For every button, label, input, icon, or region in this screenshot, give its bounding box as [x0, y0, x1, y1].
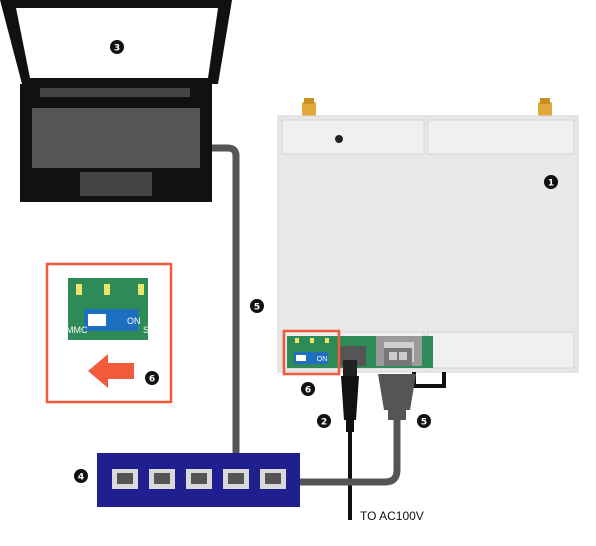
device-switch-highlight — [282, 329, 341, 376]
marker-4: 4 — [74, 469, 88, 483]
marker-6-detail: 6 — [145, 371, 159, 385]
svg-text:4: 4 — [78, 473, 84, 483]
marker-5-right: 5 — [417, 414, 431, 428]
power-cable — [341, 360, 359, 520]
lan-cable-device — [276, 420, 401, 486]
laptop: 3 — [0, 0, 232, 202]
device-bracket — [412, 372, 446, 388]
marker-1: 1 — [544, 175, 558, 189]
svg-text:3: 3 — [114, 44, 120, 54]
device-top-panel-left — [281, 119, 425, 155]
laptop-hinge-strip — [40, 88, 190, 97]
device: ON 1 — [277, 98, 579, 388]
hub-port-2 — [149, 469, 175, 489]
switch-detail-mmc-label: MMC — [66, 325, 88, 335]
device-led — [335, 135, 343, 143]
hub-port-1 — [112, 469, 138, 489]
laptop-touchpad — [80, 172, 152, 196]
switch-detail-s-label: S — [143, 325, 149, 335]
switch-detail: MMC ON S 6 — [45, 262, 173, 404]
lan-plug-device — [378, 348, 416, 420]
marker-3: 3 — [110, 40, 124, 54]
svg-text:6: 6 — [305, 386, 311, 396]
device-bottom-panel-right — [427, 331, 575, 369]
antenna-right — [538, 98, 552, 116]
marker-6-device: 6 — [301, 382, 315, 396]
laptop-keyboard — [32, 108, 200, 168]
power-label: TO AC100V — [360, 509, 424, 523]
device-body — [277, 115, 579, 373]
svg-text:5: 5 — [254, 303, 260, 313]
hub-port-3 — [186, 469, 212, 489]
hub-port-4 — [223, 469, 249, 489]
antenna-left — [302, 98, 316, 116]
svg-text:6: 6 — [149, 375, 155, 385]
svg-text:1: 1 — [548, 179, 554, 189]
svg-text:ON: ON — [317, 356, 328, 363]
marker-2: 2 — [317, 414, 331, 428]
hub-port-5 — [260, 469, 286, 489]
marker-5-left: 5 — [250, 299, 264, 313]
switch-detail-on-label: ON — [127, 316, 141, 326]
svg-text:5: 5 — [421, 418, 427, 428]
network-hub — [97, 453, 300, 507]
switch-detail-arrow — [88, 354, 134, 388]
svg-text:2: 2 — [321, 418, 327, 428]
device-top-panel-right — [427, 119, 575, 155]
lan-cable-laptop — [212, 144, 240, 484]
